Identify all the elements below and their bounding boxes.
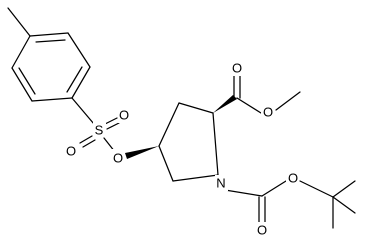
ring-bond	[172, 174, 219, 182]
ring-double-bond	[35, 39, 66, 43]
bond-s-o-double	[106, 122, 120, 130]
bond-c-o	[236, 97, 262, 114]
atom-label-oxygen: O	[113, 151, 123, 166]
bond-ring-s	[71, 97, 95, 125]
bond-n-carbonyl	[224, 189, 263, 197]
bond-o-tbutyl	[299, 180, 334, 198]
ring-bond	[212, 112, 219, 176]
wedge-bond-c2-ester	[213, 95, 237, 113]
ring-bond	[31, 97, 73, 102]
atom-label-oxygen: O	[232, 61, 242, 76]
bond-tbutyl-methyl	[332, 196, 356, 214]
atom-label-oxygen: O	[119, 108, 129, 123]
bond-s-o-double	[82, 139, 96, 148]
methyl-ester	[213, 72, 301, 114]
bond-methyl	[7, 7, 31, 37]
atom-label-sulfur: S	[95, 123, 104, 138]
atom-label-nitrogen: N	[216, 176, 225, 191]
bond-c-o	[261, 180, 287, 197]
ring-bond	[11, 67, 33, 102]
bond-o-methyl	[275, 91, 301, 111]
tolyl-ring	[7, 7, 91, 102]
atom-label-oxygen: O	[66, 144, 76, 159]
pyrrolidine-ring	[125, 102, 219, 182]
sulfonyl-group	[71, 97, 120, 153]
ring-bond	[178, 102, 214, 114]
atom-label-oxygen: O	[257, 223, 267, 238]
bond-tbutyl-methyl	[332, 180, 356, 198]
ring-double-bond	[66, 66, 83, 93]
ring-bond	[67, 32, 91, 68]
atom-labels: S O O O O O N O O	[64, 60, 299, 238]
ring-bond	[11, 35, 31, 69]
ring-bond	[158, 102, 180, 147]
ring-bond	[29, 32, 69, 37]
ring-bond	[71, 66, 91, 99]
wedge-bond-c4-o	[125, 146, 159, 159]
atom-label-oxygen: O	[263, 105, 273, 120]
ring-bond	[158, 145, 174, 182]
atom-label-oxygen: O	[288, 171, 298, 186]
bond-s-o-double	[104, 117, 118, 125]
ring-double-bond	[18, 67, 36, 95]
bond-s-o-double	[79, 135, 93, 144]
boc-group	[224, 180, 356, 229]
